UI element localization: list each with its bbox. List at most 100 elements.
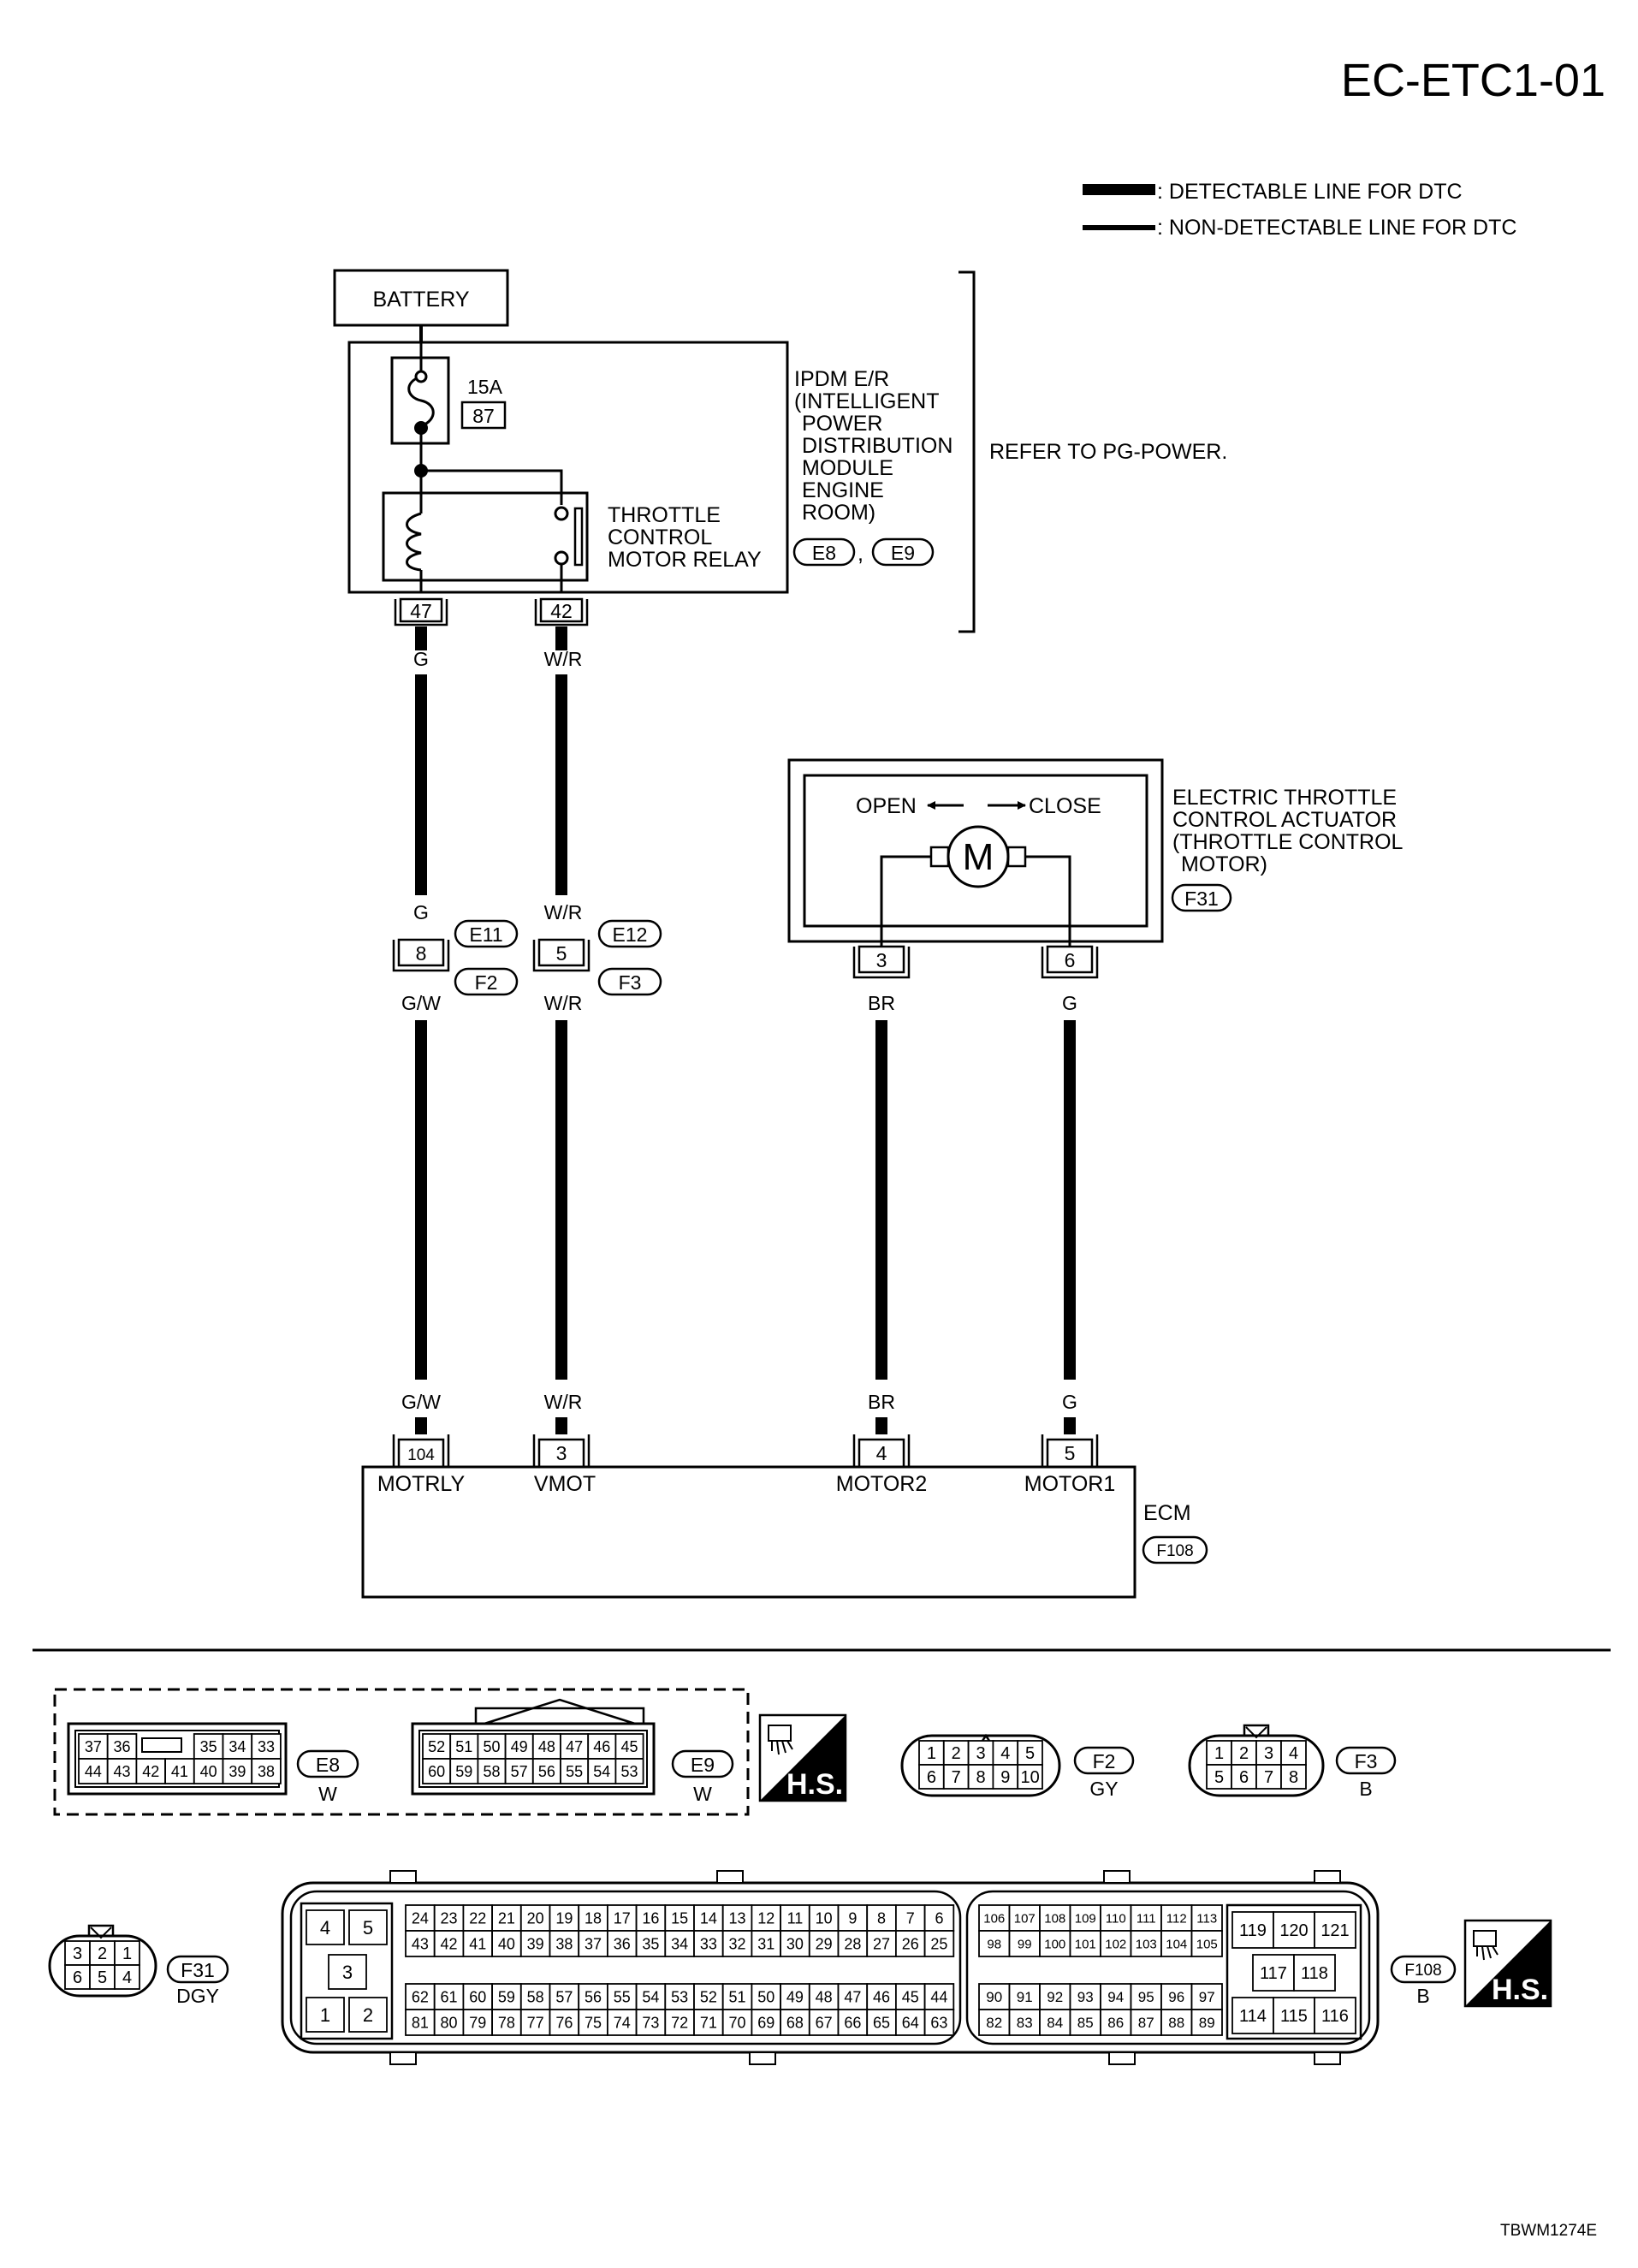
ecm-terminal-104: 104 bbox=[392, 1434, 450, 1469]
f108-pin-120-label: 120 bbox=[1279, 1921, 1308, 1940]
e8-pin-38-cavity bbox=[251, 1758, 282, 1784]
ecm-signal-motrly: MOTRLY bbox=[377, 1472, 466, 1496]
refer-bracket bbox=[958, 270, 976, 633]
f108-pin-64-cavity bbox=[895, 2009, 926, 2036]
f108-pin-115-label: 115 bbox=[1280, 2007, 1308, 2026]
e8-color: W bbox=[318, 1783, 337, 1805]
battery-label: BATTERY bbox=[373, 288, 470, 312]
f108-pin-70-label: 70 bbox=[729, 2014, 746, 2031]
joint-2-lower-color: W/R bbox=[544, 992, 583, 1014]
f108-pin-105-label: 105 bbox=[1196, 1937, 1218, 1951]
f108-pin-116-label: 116 bbox=[1321, 2007, 1349, 2026]
joint-1-upper-conn: E11 bbox=[469, 923, 502, 946]
e9-pin-53-cavity bbox=[614, 1758, 644, 1784]
f108-pin-59-label: 59 bbox=[498, 1988, 515, 2005]
ipdm-line-4: DISTRIBUTION bbox=[802, 434, 953, 458]
fuse-terminal-top bbox=[414, 370, 428, 383]
actuator-close-label: CLOSE bbox=[1029, 794, 1101, 818]
f108-pin-73-cavity bbox=[635, 2009, 667, 2036]
f108-pin-101-cavity bbox=[1069, 1930, 1101, 1957]
relay-label-1: THROTTLE bbox=[608, 503, 721, 527]
f108-pin-107-label: 107 bbox=[1014, 1911, 1036, 1926]
actuator-outer-box bbox=[787, 758, 1164, 943]
f108-pin-20-label: 20 bbox=[527, 1909, 544, 1927]
actuator-terminal-3-label: 3 bbox=[876, 949, 887, 971]
e9-pin-47-label: 47 bbox=[566, 1738, 583, 1755]
ipdm-connectors-dashed-frame bbox=[53, 1688, 750, 1816]
f2-pin-10-cavity bbox=[1017, 1764, 1043, 1790]
f108-pin-80-label: 80 bbox=[441, 2014, 458, 2031]
f108-pin-60-cavity bbox=[462, 1983, 494, 2010]
f2-pin-10-label: 10 bbox=[1020, 1768, 1039, 1787]
f108-pin-25-label: 25 bbox=[930, 1935, 947, 1952]
f108-pin-110-cavity bbox=[1100, 1904, 1132, 1932]
f108-pin-59-cavity bbox=[491, 1983, 522, 2010]
ipdm-conn-e9: E9 bbox=[891, 542, 915, 564]
joint-1-lower-conn-badge bbox=[454, 967, 519, 996]
f3-pin-8-cavity bbox=[1280, 1764, 1307, 1790]
f108-pin-61-label: 61 bbox=[441, 1988, 458, 2005]
f108-pin-19-label: 19 bbox=[555, 1909, 573, 1927]
f108-pin-22-cavity bbox=[462, 1904, 494, 1932]
ipdm-conn-e8: E8 bbox=[812, 542, 836, 564]
f108-pin-73-label: 73 bbox=[642, 2014, 659, 2031]
fuse-rating: 15A bbox=[467, 376, 503, 398]
fuse-element bbox=[407, 375, 435, 428]
f108-pin-108-cavity bbox=[1039, 1904, 1071, 1932]
f108-pin-94-label: 94 bbox=[1107, 1989, 1124, 2005]
legend-non-detectable-text: : NON-DETECTABLE LINE FOR DTC bbox=[1157, 216, 1516, 240]
motor-lead-left bbox=[880, 855, 931, 952]
f108-pin-101-label: 101 bbox=[1075, 1937, 1096, 1951]
f108-pin-5-cavity bbox=[348, 1909, 388, 1945]
f108-pin-38-cavity bbox=[549, 1930, 580, 1957]
e9-pin-55-label: 55 bbox=[566, 1763, 583, 1780]
legend-non-detectable-swatch bbox=[1083, 225, 1155, 230]
f108-pin-117-label: 117 bbox=[1260, 1964, 1287, 1983]
e8-pin-38-label: 38 bbox=[258, 1763, 275, 1780]
motor-icon bbox=[947, 825, 1010, 888]
f108-pin-108-label: 108 bbox=[1044, 1911, 1065, 1926]
e8-pin-39-label: 39 bbox=[228, 1763, 246, 1780]
e9-pin-56-label: 56 bbox=[538, 1763, 555, 1780]
joint-1-upper-conn-badge bbox=[454, 919, 519, 948]
f3-pin-8-label: 8 bbox=[1289, 1768, 1298, 1787]
e8-pin-43-label: 43 bbox=[114, 1763, 131, 1780]
motor-lead-right bbox=[1025, 855, 1071, 952]
f108-pin-56-label: 56 bbox=[585, 1988, 602, 2005]
f108-pin-88-cavity bbox=[1160, 2009, 1193, 2036]
relay-contact-feed bbox=[421, 469, 563, 505]
f108-pin-69-label: 69 bbox=[757, 2014, 774, 2031]
f108-pin-67-label: 67 bbox=[816, 2014, 833, 2031]
f108-pin-75-label: 75 bbox=[585, 2014, 602, 2031]
f108-pin-5-label: 5 bbox=[363, 1917, 373, 1938]
f2-pin-8-label: 8 bbox=[976, 1768, 985, 1787]
f3-id: F3 bbox=[1355, 1750, 1378, 1772]
f108-pin-30-label: 30 bbox=[786, 1935, 804, 1952]
f2-connector-body bbox=[900, 1734, 1061, 1797]
f108-pin-48-cavity bbox=[808, 1983, 840, 2010]
f108-pin-76-cavity bbox=[549, 2009, 580, 2036]
f108-pin-46-label: 46 bbox=[873, 1988, 890, 2005]
f108-pin-12-label: 12 bbox=[757, 1909, 774, 1927]
e9-pin-48-label: 48 bbox=[538, 1738, 555, 1755]
f108-pin-99-cavity bbox=[1008, 1930, 1041, 1957]
f108-pin-3-cavity bbox=[328, 1954, 367, 1990]
ecm-box bbox=[361, 1465, 1137, 1599]
f108-pin-121-cavity bbox=[1314, 1911, 1356, 1949]
e8-pin-42-label: 42 bbox=[142, 1763, 159, 1780]
f2-pin-9-label: 9 bbox=[1000, 1768, 1010, 1787]
f108-pin-52-label: 52 bbox=[700, 1988, 717, 2005]
f108-pin-9-cavity bbox=[837, 1904, 869, 1932]
actuator-terminal-6-label: 6 bbox=[1065, 949, 1076, 971]
actuator-conn: F31 bbox=[1184, 888, 1219, 910]
f2-pin-4-cavity bbox=[992, 1740, 1019, 1766]
e8-connector-body bbox=[67, 1722, 288, 1796]
e9-pin-52-label: 52 bbox=[428, 1738, 445, 1755]
joint-1-upper-color: G bbox=[413, 901, 429, 923]
f31-lock-arrow bbox=[90, 1927, 112, 1939]
actuator-line-1: ELECTRIC THROTTLE bbox=[1172, 786, 1397, 810]
ipdm-label: IPDM E/R (INTELLIGENT POWER DISTRIBUTION… bbox=[792, 367, 953, 567]
f108-pin-44-label: 44 bbox=[930, 1988, 947, 2005]
